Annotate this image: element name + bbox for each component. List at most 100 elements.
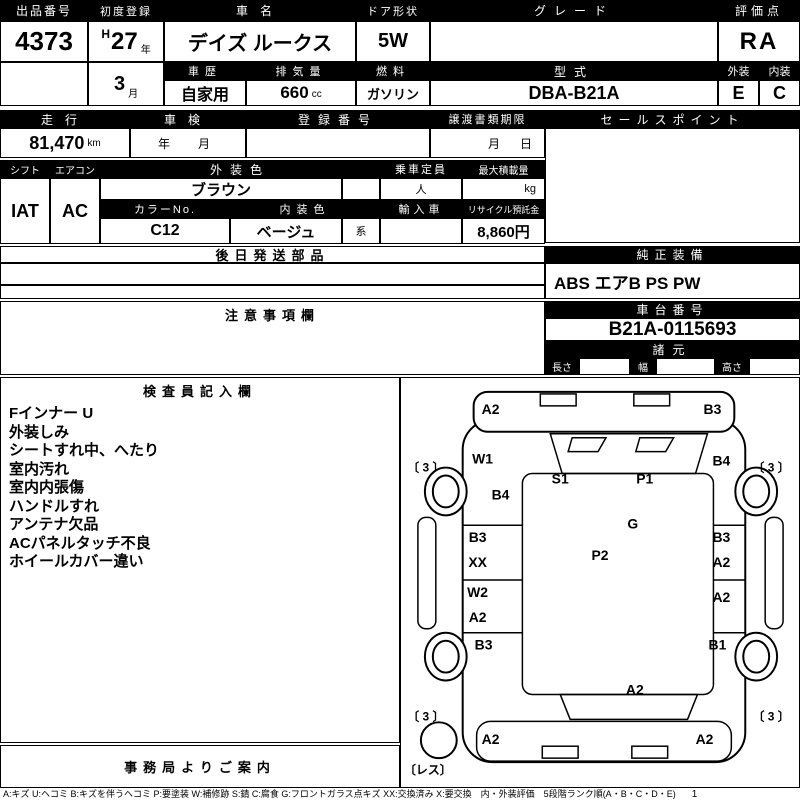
spec-height-value [749,358,800,375]
damage-label-roof-center: P2 [591,547,608,563]
notes-box: 注意事項欄 [0,301,545,375]
shift-value: IAT [0,178,50,244]
damage-label-front-bumper-right: B3 [704,401,722,417]
inspector-panel-title: 検査員記入欄 [142,384,257,399]
fuel-value: ガソリン [356,80,430,106]
notes-title: 注意事項欄 [224,308,320,323]
damage-label-rear-bumper-left: A2 [482,731,500,747]
damage-label-left-front-door-lower: XX [468,554,487,570]
first-reg-year: 27 [110,27,138,55]
grade-value [430,21,718,62]
damage-label-right-quarter: B1 [709,637,727,653]
damage-label-left-rear-door-upper: W2 [467,584,488,600]
fuel-header: 燃料 [356,62,430,80]
aircon-value: AC [50,178,100,244]
grade-header: グレード [430,0,718,21]
interior-grade-value: C [759,80,800,106]
inspector-note: ACパネルタッチ不良 [9,534,151,552]
displacement-value: 660 [280,83,309,102]
mileage-value: 81,470 [29,132,85,153]
inspector-notes-panel: 検査員記入欄 Fインナー U 外装しみ シートすれ中、へたり 室内汚れ 室内内張… [0,377,400,743]
capacity-header: 乗車定員 [380,160,462,178]
lot-number-empty-cell [0,62,88,106]
color-number-header: カラーNo. [100,200,230,218]
sales-point-header: セールスポイント [545,110,800,128]
lot-number-header: 出品番号 [0,0,88,21]
color-number-value: C12 [100,218,230,244]
wheels [419,466,779,760]
damage-label-right-front-door-upper: B3 [712,529,730,545]
model-code-header: 型式 [430,62,718,80]
later-parts-row-1 [0,263,545,285]
recycle-deposit-header: リサイクル預託金 [462,200,545,218]
inspector-note: 外装しみ [9,423,70,441]
inspector-notes-list: Fインナー U 外装しみ シートすれ中、へたり 室内汚れ 室内内張傷 ハンドルす… [1,400,399,572]
tread-front-right: 〔 3 〕 [753,460,790,475]
max-payload-header: 最大積載量 [462,160,545,178]
spec-width-value [656,358,715,375]
interior-grade-header: 内装 [759,62,800,80]
equipment-header: 純正装備 [545,246,800,263]
panel-seams [462,524,746,634]
first-reg-month-unit: 月 [128,89,139,100]
score-header: 評価点 [718,0,800,21]
inspector-note: 室内汚れ [9,460,70,478]
inspector-note: 室内内張傷 [9,479,85,496]
damage-label-front-fender-right: B4 [712,453,730,469]
door-shape-header: ドア形状 [356,0,430,21]
office-info-box: 事務局よりご案内 [0,745,400,788]
sales-point-box [545,128,800,243]
max-payload-value: kg [462,178,545,200]
damage-label-front-left-panel: B4 [492,486,510,502]
damage-label-left-front-door-upper: B3 [469,529,487,545]
exterior-color-extra-cell [342,178,380,200]
interior-color-header: 内装色 [230,200,380,218]
inspector-note: アンテナ欠品 [9,516,99,533]
exterior-grade-header: 外装 [718,62,759,80]
legend-text: A:キズ U:ヘコミ B:キズを伴うヘコミ P:要塗装 W:補修跡 S:錆 C:… [3,789,676,799]
spare-tire-label: 〔レス〕 [404,762,452,777]
inspector-note: ハンドルすれ [9,497,100,515]
history-header: 車歴 [164,62,246,80]
lot-number-value: 4373 [0,21,88,62]
exterior-grade-value: E [718,80,759,106]
inspection-value: 年 月 [130,128,246,158]
car-body-outline [461,390,747,764]
tread-rear-left: 〔 3 〕 [407,708,444,723]
inspector-note: ホイールカバー違い [9,553,144,570]
legend-bar: A:キズ U:ヘコミ B:キズを伴うヘコミ P:要塗装 W:補修跡 S:錆 C:… [0,789,800,800]
page-number: 1 [691,789,698,800]
transfer-deadline-header: 譲渡書類期限 [430,110,545,128]
damage-label-rear-bumper-right: A2 [696,731,714,747]
first-registration-month-cell: 3 月 [88,62,164,106]
spec-header: 諸元 [545,341,800,358]
exterior-color-value: ブラウン [100,178,342,200]
history-value: 自家用 [164,80,246,106]
first-reg-year-unit: 年 [140,45,151,56]
aircon-header: エアコン [50,160,100,178]
chassis-number-value: B21A-0115693 [545,318,800,341]
spec-height-label: 高さ [715,358,749,375]
import-car-value [380,218,462,244]
interior-color-value: ベージュ [230,218,342,244]
spec-length-label: 長さ [545,358,579,375]
spare-tire-circle [419,721,458,760]
later-parts-row-2 [0,285,545,299]
transfer-deadline-value: 月 日 [430,128,545,158]
import-car-header: 輸入車 [380,200,462,218]
damage-label-front-bumper-left: A2 [482,401,500,417]
damage-label-back-door: A2 [626,681,644,697]
later-parts-header: 後日発送部品 [0,246,545,263]
car-name-value: デイズ ルークス [164,21,356,62]
damage-label-left-quarter: B3 [475,637,493,653]
score-value: RA [718,21,800,62]
exterior-color-header: 外装色 [100,160,380,178]
damage-label-left-rear-door-lower: A2 [469,609,487,625]
recycle-deposit-value: 8,860円 [462,218,545,244]
inspection-header: 車検 [130,110,246,128]
first-reg-month: 3 [113,72,126,95]
capacity-value: 人 [380,178,462,200]
first-registration-header: 初度登録 [88,0,164,21]
rear-bumper [475,720,733,762]
interior-color-suffix: 系 [342,218,380,244]
